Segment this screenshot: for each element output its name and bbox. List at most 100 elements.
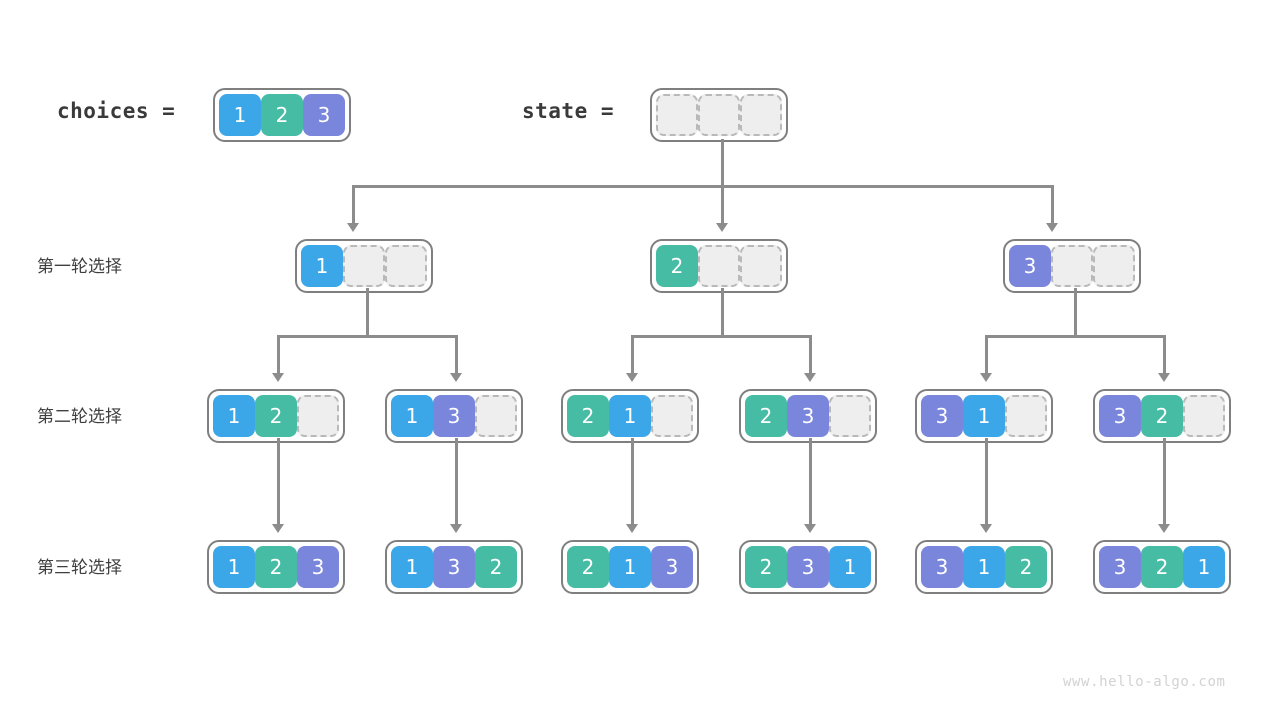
level3-4-cell-1: 1 xyxy=(829,546,871,588)
level2-3-cell-empty xyxy=(651,395,693,437)
level3-2-cell-3: 3 xyxy=(433,546,475,588)
row-label-round-3: 第三轮选择 xyxy=(37,558,122,578)
arrowhead-root-child-2 xyxy=(716,223,728,232)
connector-l1-2-stem xyxy=(721,288,724,336)
row-label-round-1: 第一轮选择 xyxy=(37,257,122,277)
level2-6-cell-empty xyxy=(1183,395,1225,437)
level2-1-cell-2: 2 xyxy=(255,395,297,437)
level3-5-cell-3: 3 xyxy=(921,546,963,588)
level3-2-cell-1: 1 xyxy=(391,546,433,588)
arrowhead-l3-2 xyxy=(450,524,462,533)
level3-1-cell-3: 3 xyxy=(297,546,339,588)
level1-2-cell-empty xyxy=(740,245,782,287)
level3-5-cell-1: 1 xyxy=(963,546,1005,588)
connector-root-bus xyxy=(352,185,1053,188)
level3-5-cell-2: 2 xyxy=(1005,546,1047,588)
arrowhead-l2-1 xyxy=(272,373,284,382)
arrowhead-l3-5 xyxy=(980,524,992,533)
connector-l2-5-to-l3-5 xyxy=(985,438,988,526)
connector-l1-1-stem xyxy=(366,288,369,336)
arrowhead-l2-2 xyxy=(450,373,462,382)
level2-5-cell-3: 3 xyxy=(921,395,963,437)
connector-root-stem xyxy=(721,139,724,187)
level2-5-cell-empty xyxy=(1005,395,1047,437)
connector-l1-2-to-l2-4 xyxy=(809,335,812,375)
connector-l1-2-to-l2-3 xyxy=(631,335,634,375)
level3-1-cell-1: 1 xyxy=(213,546,255,588)
level2-4-cell-empty xyxy=(829,395,871,437)
choices-cell-1: 1 xyxy=(219,94,261,136)
level1-3-cell-empty xyxy=(1051,245,1093,287)
choices-label: choices = xyxy=(57,99,176,123)
arrowhead-l2-3 xyxy=(626,373,638,382)
level2-6-cell-3: 3 xyxy=(1099,395,1141,437)
arrowhead-root-child-1 xyxy=(347,223,359,232)
arrowhead-l2-4 xyxy=(804,373,816,382)
choices-cell-2: 2 xyxy=(261,94,303,136)
arrowhead-root-child-3 xyxy=(1046,223,1058,232)
level1-2-cell-2: 2 xyxy=(656,245,698,287)
level2-6-cell-2: 2 xyxy=(1141,395,1183,437)
node-level1-2: 2 xyxy=(650,239,788,293)
level3-3-cell-1: 1 xyxy=(609,546,651,588)
connector-l1-1-bus xyxy=(277,335,457,338)
connector-l2-1-to-l3-1 xyxy=(277,438,280,526)
level1-3-cell-empty xyxy=(1093,245,1135,287)
level2-3-cell-2: 2 xyxy=(567,395,609,437)
connector-l1-2-bus xyxy=(631,335,811,338)
connector-l1-3-to-l2-6 xyxy=(1163,335,1166,375)
level2-2-cell-3: 3 xyxy=(433,395,475,437)
connector-l1-1-to-l2-2 xyxy=(455,335,458,375)
level2-4-cell-2: 2 xyxy=(745,395,787,437)
node-level1-3: 3 xyxy=(1003,239,1141,293)
connector-l2-3-to-l3-3 xyxy=(631,438,634,526)
choices-cell-3: 3 xyxy=(303,94,345,136)
level1-1-cell-empty xyxy=(343,245,385,287)
level3-4-cell-3: 3 xyxy=(787,546,829,588)
level1-1-cell-1: 1 xyxy=(301,245,343,287)
level3-2-cell-2: 2 xyxy=(475,546,517,588)
row-label-round-2: 第二轮选择 xyxy=(37,407,122,427)
connector-l2-2-to-l3-2 xyxy=(455,438,458,526)
level2-1-cell-empty xyxy=(297,395,339,437)
connector-root-to-child-3 xyxy=(1051,185,1054,225)
arrowhead-l2-6 xyxy=(1158,373,1170,382)
arrowhead-l3-4 xyxy=(804,524,816,533)
level2-1-cell-1: 1 xyxy=(213,395,255,437)
level2-5-cell-1: 1 xyxy=(963,395,1005,437)
state-cell-empty xyxy=(698,94,740,136)
connector-l2-4-to-l3-4 xyxy=(809,438,812,526)
level3-6-cell-2: 2 xyxy=(1141,546,1183,588)
level2-2-cell-1: 1 xyxy=(391,395,433,437)
level3-1-cell-2: 2 xyxy=(255,546,297,588)
level3-3-cell-3: 3 xyxy=(651,546,693,588)
level3-6-cell-3: 3 xyxy=(1099,546,1141,588)
watermark: www.hello-algo.com xyxy=(1063,674,1226,690)
level3-3-cell-2: 2 xyxy=(567,546,609,588)
arrowhead-l3-3 xyxy=(626,524,638,533)
connector-l1-3-bus xyxy=(985,335,1165,338)
level1-3-cell-3: 3 xyxy=(1009,245,1051,287)
level2-4-cell-3: 3 xyxy=(787,395,829,437)
connector-root-to-child-2 xyxy=(721,185,724,225)
connector-l2-6-to-l3-6 xyxy=(1163,438,1166,526)
state-array xyxy=(650,88,788,142)
connector-root-to-child-1 xyxy=(352,185,355,225)
node-level1-1: 1 xyxy=(295,239,433,293)
connector-l1-1-to-l2-1 xyxy=(277,335,280,375)
state-cell-empty xyxy=(656,94,698,136)
connector-l1-3-to-l2-5 xyxy=(985,335,988,375)
